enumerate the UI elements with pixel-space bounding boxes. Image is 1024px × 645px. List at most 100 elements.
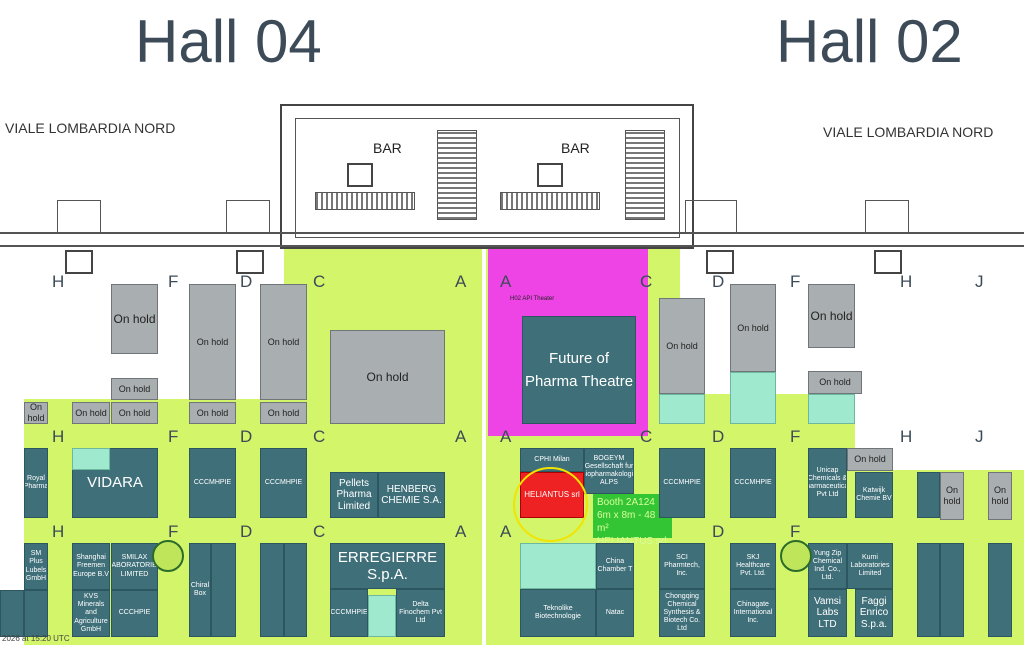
on-hold-booth[interactable]: On hold xyxy=(730,284,776,372)
aisle-label: F xyxy=(790,522,801,541)
exhibitor-booth[interactable]: Shanghai Freemen Europe B.V xyxy=(72,543,110,590)
exhibitor-booth[interactable]: Delta Finochem Pvt Ltd xyxy=(396,589,445,637)
wall-line-bottom xyxy=(0,245,1024,247)
available-booth[interactable] xyxy=(520,543,596,589)
aisle-label: A xyxy=(500,522,512,541)
aisle-label: D xyxy=(240,427,253,446)
seating-right-icon xyxy=(500,192,600,210)
exhibitor-booth-erregierre[interactable]: ERREGIERRE S.p.A. xyxy=(330,543,445,589)
exhibitor-booth[interactable] xyxy=(917,472,940,518)
escalator-icon xyxy=(706,250,734,274)
booth-info-tooltip: Booth 2A124 6m x 8m - 48 m² HELIANTUS sr… xyxy=(593,494,672,547)
exhibitor-booth[interactable] xyxy=(260,543,284,637)
on-hold-booth[interactable]: On hold xyxy=(189,284,236,400)
exhibitor-booth[interactable]: Katwijk Chemie BV xyxy=(855,472,893,518)
on-hold-booth[interactable]: On hold xyxy=(111,402,158,424)
on-hold-booth[interactable]: On hold xyxy=(988,472,1012,520)
exhibitor-booth[interactable]: Pellets Pharma Limited xyxy=(330,472,378,518)
wall-line-top xyxy=(0,232,1024,234)
aisle-label: D xyxy=(240,522,253,541)
aisle-label: D xyxy=(712,427,725,446)
on-hold-booth[interactable]: On hold xyxy=(24,402,48,424)
on-hold-booth[interactable]: On hold xyxy=(72,402,110,424)
exhibitor-booth[interactable]: CCCMHPIE xyxy=(730,448,776,518)
aisle-label: F xyxy=(790,272,801,291)
escalator-marker-icon xyxy=(780,540,812,572)
exhibitor-booth[interactable]: CCCMHPIE xyxy=(330,589,368,637)
exhibitor-booth[interactable]: Royal Pharma xyxy=(24,448,48,518)
exhibitor-booth[interactable] xyxy=(0,590,24,637)
aisle-label: J xyxy=(975,427,984,446)
escalator-icon xyxy=(874,250,902,274)
aisle-label: F xyxy=(168,427,179,446)
exhibitor-booth[interactable]: HENBERG CHEMIE S.A. xyxy=(378,472,445,518)
aisle-label: C xyxy=(313,427,326,446)
on-hold-booth[interactable]: On hold xyxy=(330,330,445,424)
theatre-title: Future of Pharma Theatre xyxy=(524,349,634,390)
booth-number: Booth 2A124 xyxy=(597,497,655,508)
exhibitor-booth[interactable]: Faggi Enrico S.p.a. xyxy=(855,589,893,637)
exhibitor-booth[interactable] xyxy=(988,543,1012,637)
aisle-label: C xyxy=(313,522,326,541)
on-hold-booth[interactable]: On hold xyxy=(111,284,158,354)
exhibitor-booth[interactable]: Chinagate International Inc. xyxy=(730,589,776,637)
exhibitor-booth[interactable]: Chiral Box xyxy=(189,543,211,637)
bar-counter-right-icon xyxy=(537,163,563,187)
seating-left-icon xyxy=(315,192,415,210)
exhibitor-booth[interactable]: Vamsi Labs LTD xyxy=(808,589,847,637)
exhibitor-booth[interactable]: BOGEYM Gesellschaft fur Biopharmakologie… xyxy=(584,448,634,494)
theatre-stage[interactable]: Future of Pharma Theatre xyxy=(522,316,636,424)
entrance-gate-icon xyxy=(685,200,737,234)
bar-building-outline xyxy=(280,104,694,249)
exhibitor-booth[interactable] xyxy=(24,590,48,637)
exhibitor-booth[interactable]: CCCMHPIE xyxy=(189,448,236,518)
exhibitor-booth[interactable]: SMILAX LABORATORIES LIMITED xyxy=(111,543,158,590)
on-hold-booth[interactable]: On hold xyxy=(260,402,307,424)
exhibitor-booth[interactable]: Unicap Chemicals & Pharmaceuticals Pvt L… xyxy=(808,448,847,518)
exhibitor-booth[interactable]: SKJ Healthcare Pvt. Ltd. xyxy=(730,543,776,589)
exhibitor-booth[interactable] xyxy=(940,543,964,637)
available-booth[interactable] xyxy=(72,448,110,470)
on-hold-booth[interactable]: On hold xyxy=(847,448,893,471)
exhibitor-booth[interactable] xyxy=(211,543,236,637)
hall-02-title: Hall 02 xyxy=(776,8,963,75)
stairs-right-icon xyxy=(625,130,665,220)
escalator-icon xyxy=(236,250,264,274)
aisle-label: H xyxy=(52,272,65,291)
exhibitor-booth[interactable] xyxy=(284,543,307,637)
exhibitor-booth[interactable]: Teknolike Biotechnologie xyxy=(520,589,596,637)
exhibitor-booth[interactable]: China Chamber T xyxy=(596,543,634,589)
on-hold-booth[interactable]: On hold xyxy=(808,284,855,348)
on-hold-booth[interactable]: On hold xyxy=(659,298,705,394)
timestamp: 2026 at 15:20 UTC xyxy=(2,634,70,643)
available-booth[interactable] xyxy=(659,394,705,424)
aisle-label: A xyxy=(455,272,467,291)
exhibitor-booth[interactable]: CCCMHPIE xyxy=(659,448,705,518)
on-hold-booth[interactable]: On hold xyxy=(260,284,307,400)
exhibitor-booth[interactable]: Natac xyxy=(596,589,634,637)
exhibitor-booth[interactable]: SCI Pharmtech, Inc. xyxy=(659,543,705,589)
aisle-label: H xyxy=(900,427,913,446)
street-label-right: VIALE LOMBARDIA NORD xyxy=(823,124,994,140)
exhibitor-booth[interactable]: Kumi Laboratories Limited xyxy=(847,543,893,589)
exhibitor-booth[interactable]: CCCMHPIE xyxy=(260,448,307,518)
available-booth[interactable] xyxy=(808,394,855,424)
exhibitor-booth[interactable]: CCCHPIE xyxy=(111,590,158,637)
available-booth[interactable] xyxy=(368,595,396,637)
exhibitor-booth[interactable]: Chongqing Chemical Synthesis & Biotech C… xyxy=(659,589,705,637)
theatre-tag: H02 API Theater xyxy=(510,296,555,302)
entrance-gate-icon xyxy=(57,200,101,234)
exhibitor-booth[interactable]: KVS Minerals and Agriculture GmbH xyxy=(72,590,110,637)
available-booth[interactable] xyxy=(730,372,776,424)
exhibitor-booth[interactable] xyxy=(917,543,940,637)
booth-exhibitor: HELIANTUS srl xyxy=(597,536,667,547)
aisle-label: A xyxy=(455,522,467,541)
exhibitor-booth[interactable]: SM Plus Lubels GmbH xyxy=(24,543,48,590)
booth-size: 6m x 8m - 48 m² xyxy=(597,510,656,534)
exhibitor-booth[interactable]: Yung Zip Chemical Ind. Co., Ltd. xyxy=(808,543,847,589)
on-hold-booth[interactable]: On hold xyxy=(808,371,862,394)
on-hold-booth[interactable]: On hold xyxy=(111,378,158,400)
on-hold-booth[interactable]: On hold xyxy=(940,472,964,520)
on-hold-booth[interactable]: On hold xyxy=(189,402,236,424)
aisle-label: C xyxy=(313,272,326,291)
